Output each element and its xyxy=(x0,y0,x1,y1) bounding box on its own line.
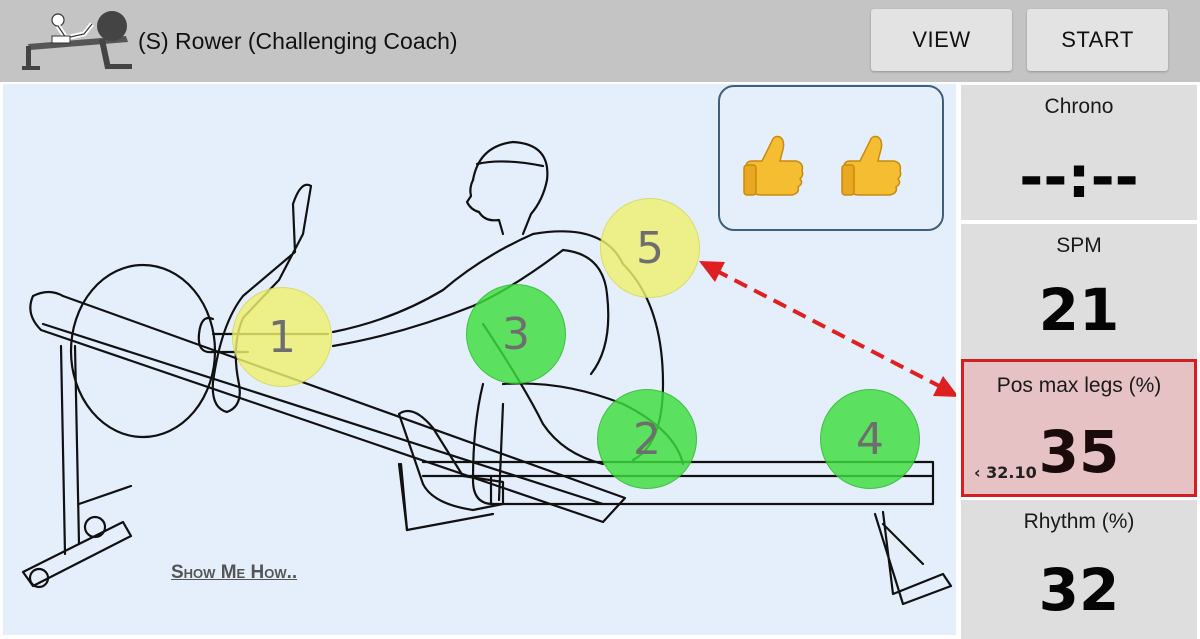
spm-panel: SPM 21 xyxy=(961,224,1197,359)
spm-value: 21 xyxy=(1038,276,1120,344)
marker-5[interactable]: 5 xyxy=(600,198,700,298)
chrono-label: Chrono xyxy=(1044,95,1114,118)
marker-3[interactable]: 3 xyxy=(466,284,566,384)
pos-max-legs-previous: ‹ 32.10 xyxy=(974,463,1037,482)
start-button[interactable]: START xyxy=(1027,9,1168,71)
feedback-box xyxy=(718,85,944,231)
pos-max-legs-panel: Pos max legs (%) 35 ‹ 32.10 xyxy=(961,359,1197,497)
rhythm-label: Rhythm (%) xyxy=(1023,510,1135,533)
rhythm-value: 32 xyxy=(1038,556,1120,624)
chrono-value: --:-- xyxy=(1019,143,1139,211)
show-me-how-link[interactable]: Show Me How.. xyxy=(171,562,298,583)
rower-illustration-canvas: 1 3 5 2 4 Show Me How.. xyxy=(3,84,956,635)
marker-1[interactable]: 1 xyxy=(232,287,332,387)
pos-max-legs-label: Pos max legs (%) xyxy=(996,374,1162,397)
app-title: (S) Rower (Challenging Coach) xyxy=(138,28,458,54)
chrono-panel: Chrono --:-- xyxy=(961,85,1197,220)
spm-label: SPM xyxy=(1056,234,1102,257)
pos-max-legs-value: 35 xyxy=(1038,418,1120,486)
rowing-machine-icon xyxy=(22,11,132,70)
thumbs-up-icon xyxy=(743,135,804,196)
rhythm-panel: Rhythm (%) 32 xyxy=(961,500,1197,639)
view-button[interactable]: VIEW xyxy=(871,9,1012,71)
top-bar: (S) Rower (Challenging Coach) VIEW START xyxy=(0,0,1200,82)
marker-4[interactable]: 4 xyxy=(820,389,920,489)
marker-2[interactable]: 2 xyxy=(597,389,697,489)
thumbs-up-icon xyxy=(841,135,902,196)
